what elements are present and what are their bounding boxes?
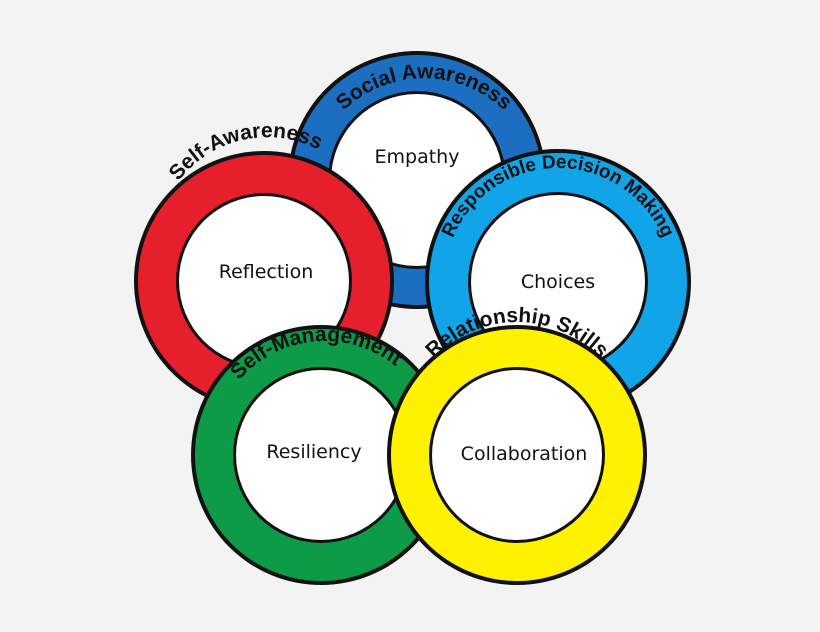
ring-relationship-skills <box>387 325 647 585</box>
label-empathy: Empathy <box>375 146 460 168</box>
ring-self-management <box>191 325 451 585</box>
label-collaboration: Collaboration <box>461 443 588 465</box>
label-choices: Choices <box>521 271 595 293</box>
label-resiliency: Resiliency <box>266 441 361 463</box>
label-reflection: Reflection <box>219 261 314 283</box>
